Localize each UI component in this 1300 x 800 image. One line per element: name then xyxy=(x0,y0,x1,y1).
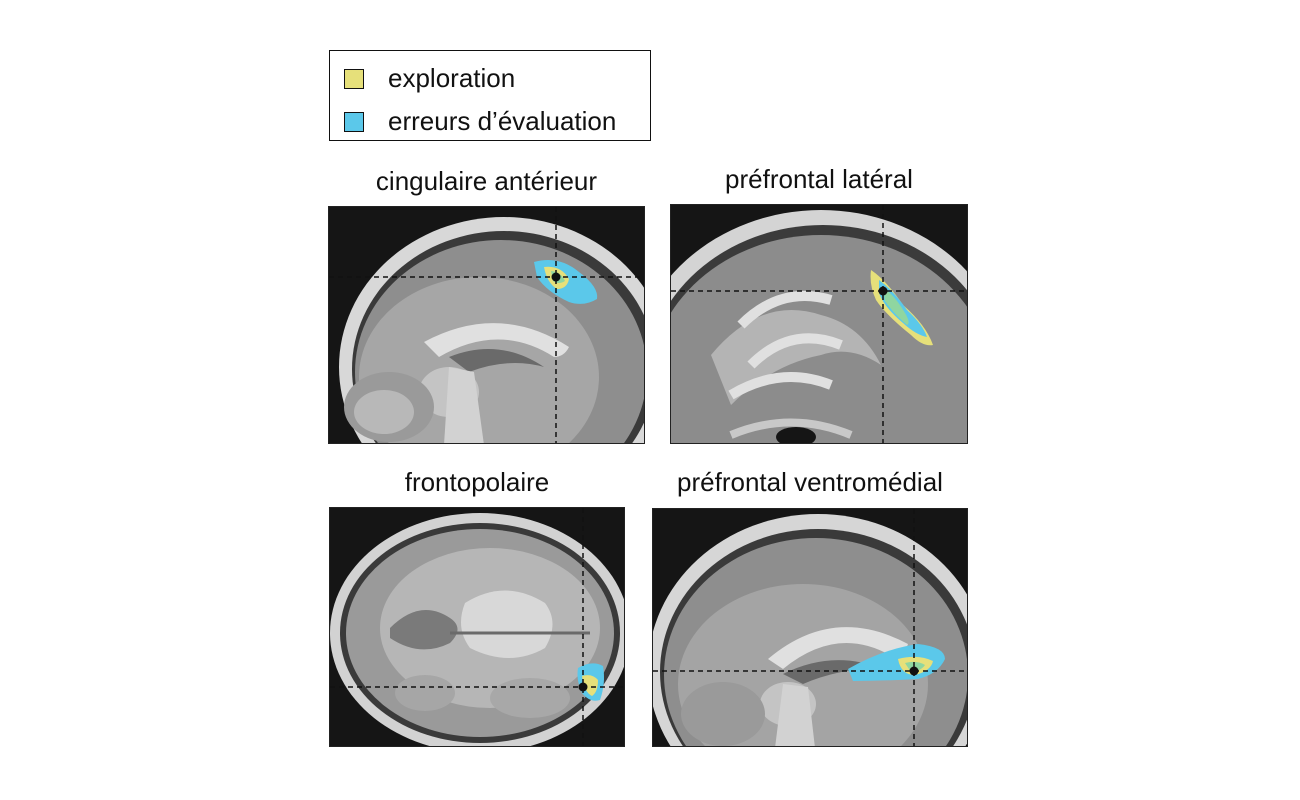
panel-title-anterior-cingulate: cingulaire antérieur xyxy=(375,166,598,196)
brain-slice-lateral-prefrontal xyxy=(670,204,968,444)
legend: exploration erreurs d’évaluation xyxy=(329,50,651,141)
panel-title-frontopolar: frontopolaire xyxy=(404,467,550,497)
legend-label-exploration: exploration xyxy=(388,63,516,93)
legend-item-errors: erreurs d’évaluation xyxy=(344,106,616,137)
errors-swatch xyxy=(344,111,364,132)
exploration-swatch xyxy=(344,68,364,89)
legend-item-exploration: exploration xyxy=(344,63,515,94)
panel-title-ventromedial-prefrontal: préfrontal ventromédial xyxy=(677,467,943,497)
brain-slice-frontopolar xyxy=(329,507,625,747)
brain-slice-anterior-cingulate xyxy=(328,206,645,444)
panel-title-lateral-prefrontal: préfrontal latéral xyxy=(725,164,913,194)
legend-label-errors: erreurs d’évaluation xyxy=(388,106,617,136)
brain-slice-ventromedial-prefrontal xyxy=(652,508,968,747)
